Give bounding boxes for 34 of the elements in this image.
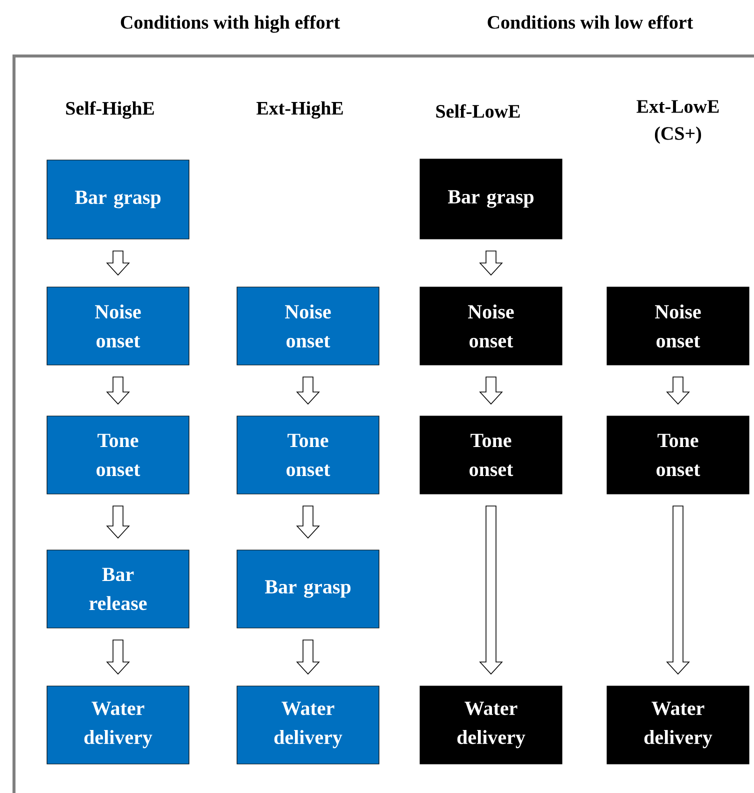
block-arrow bbox=[666, 376, 690, 405]
block-arrow bbox=[666, 506, 690, 675]
step-box: Bar release bbox=[46, 550, 190, 628]
step-box: Noise onset bbox=[46, 286, 190, 366]
block-arrow bbox=[106, 376, 130, 405]
block-arrow bbox=[106, 250, 130, 276]
step-box: Bar grasp bbox=[420, 158, 562, 240]
block-arrow bbox=[106, 506, 130, 539]
column-heading: Self-LowE bbox=[436, 104, 520, 118]
step-box: Noise onset bbox=[420, 286, 562, 366]
group-heading: Conditions wih low effort bbox=[488, 15, 694, 29]
block-arrow bbox=[106, 640, 130, 675]
column-heading: Self-HighE bbox=[66, 101, 154, 119]
block-arrow bbox=[296, 376, 320, 405]
step-box: Tone onset bbox=[606, 416, 750, 494]
column-heading: Ext-HighE bbox=[256, 101, 343, 119]
column-heading: Ext-LowE (CS+) bbox=[636, 100, 719, 144]
step-box: Tone onset bbox=[46, 416, 190, 494]
step-box: Bar grasp bbox=[46, 160, 190, 240]
step-box: Water delivery bbox=[236, 686, 380, 764]
step-box: Tone onset bbox=[236, 416, 380, 494]
step-box: Bar grasp bbox=[236, 550, 380, 628]
block-arrow bbox=[479, 506, 503, 675]
block-arrow bbox=[479, 376, 503, 405]
block-arrow bbox=[479, 250, 503, 276]
step-box: Water delivery bbox=[420, 686, 562, 764]
step-box: Tone onset bbox=[420, 416, 562, 494]
block-arrow bbox=[296, 506, 320, 539]
step-box: Noise onset bbox=[606, 286, 750, 366]
step-box: Water delivery bbox=[606, 686, 750, 764]
group-heading: Conditions with high effort bbox=[120, 15, 340, 33]
step-box: Noise onset bbox=[236, 286, 380, 366]
block-arrow bbox=[296, 640, 320, 675]
step-box: Water delivery bbox=[46, 686, 190, 764]
